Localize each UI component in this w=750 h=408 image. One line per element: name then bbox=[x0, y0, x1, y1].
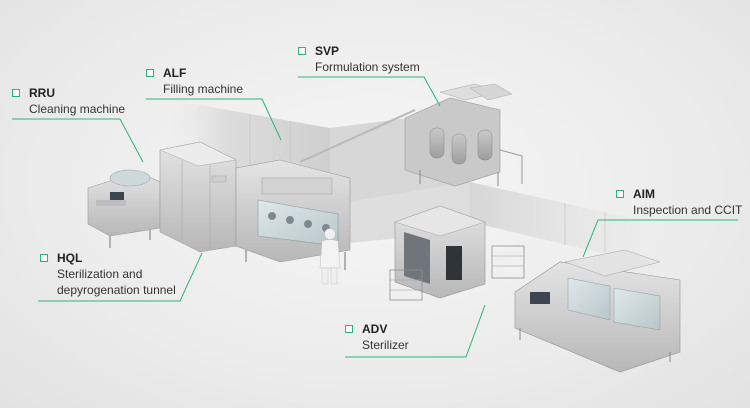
leader-line-aim bbox=[582, 219, 738, 258]
callout-code: HQL bbox=[57, 251, 83, 265]
callout-rru: RRU Cleaning machine bbox=[12, 86, 125, 117]
callout-aim: AIM Inspection and CCIT bbox=[616, 187, 742, 218]
loading-cart bbox=[389, 269, 423, 301]
callout-code: RRU bbox=[29, 86, 55, 100]
svp-formulation-skid bbox=[404, 83, 523, 187]
leader-line-adv bbox=[345, 304, 486, 358]
callout-description: Formulation system bbox=[315, 60, 420, 74]
callout-marker-icon bbox=[345, 325, 353, 333]
callout-marker-icon bbox=[12, 89, 20, 97]
leader-line-hql bbox=[38, 252, 203, 302]
callout-code: ALF bbox=[163, 66, 187, 80]
transfer-pipe bbox=[299, 109, 416, 163]
callout-description: Sterilization and bbox=[57, 267, 143, 281]
callout-description: Inspection and CCIT bbox=[633, 203, 743, 217]
loading-cart bbox=[491, 245, 525, 279]
leader-line-alf bbox=[146, 98, 282, 141]
callout-description: Cleaning machine bbox=[29, 102, 126, 116]
leader-line-svp bbox=[298, 76, 441, 107]
callout-description: Sterilizer bbox=[362, 338, 409, 352]
callout-marker-icon bbox=[146, 69, 154, 77]
callout-svp: SVP Formulation system bbox=[298, 44, 420, 75]
callout-marker-icon bbox=[616, 190, 624, 198]
callout-description: Filling machine bbox=[163, 82, 244, 96]
callout-alf: ALF Filling machine bbox=[146, 66, 243, 97]
rru-washer-machine bbox=[87, 169, 161, 248]
callout-description: depyrogenation tunnel bbox=[57, 283, 176, 297]
aim-inspection-machine bbox=[514, 249, 681, 373]
callout-leaders bbox=[12, 76, 738, 358]
callout-marker-icon bbox=[298, 47, 306, 55]
callout-marker-icon bbox=[40, 254, 48, 262]
callout-code: AIM bbox=[633, 187, 655, 201]
callout-hql: HQL Sterilization and depyrogenation tun… bbox=[40, 251, 176, 298]
leader-line-rru bbox=[12, 118, 144, 163]
adv-autoclave bbox=[389, 205, 525, 301]
callout-adv: ADV Sterilizer bbox=[345, 322, 409, 353]
hql-tunnel bbox=[159, 141, 237, 253]
callout-code: ADV bbox=[362, 322, 388, 336]
callout-code: SVP bbox=[315, 44, 340, 58]
operator-figure bbox=[319, 228, 341, 285]
